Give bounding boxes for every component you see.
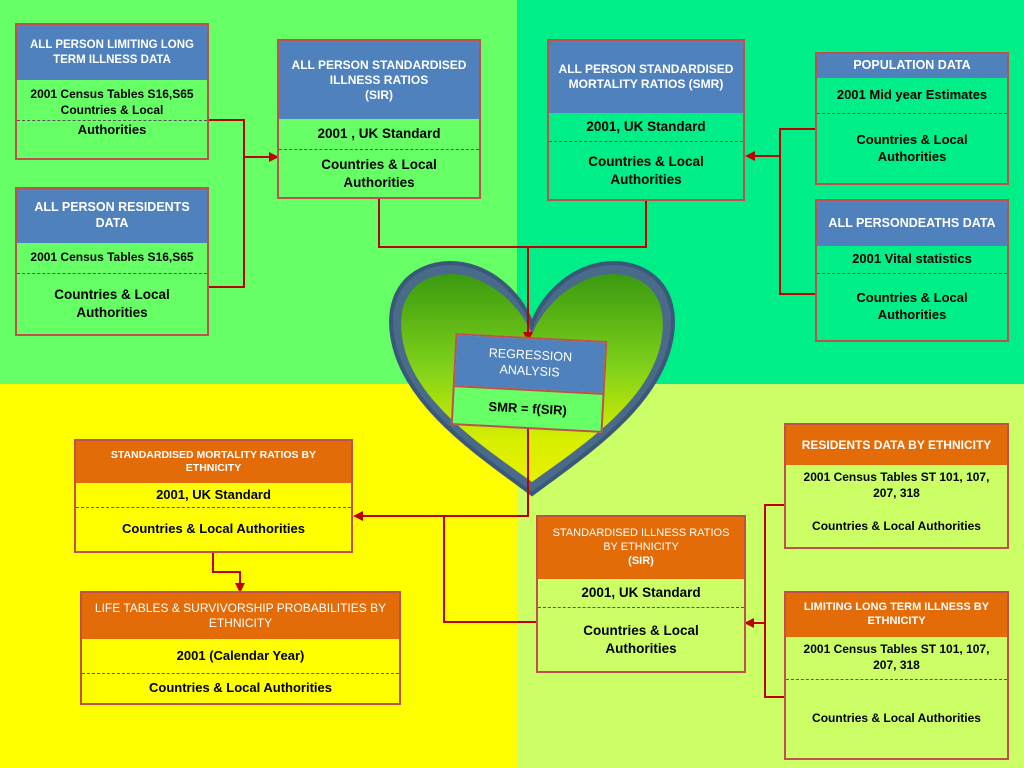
connector-residents: [208, 157, 245, 288]
residents-data-box: ALL PERSON RESIDENTS DATA 2001 Census Ta…: [15, 187, 209, 336]
regression-box: REGRESSION ANALYSIS SMR = f(SIR): [450, 333, 608, 433]
population-data-title: POPULATION DATA: [817, 54, 1007, 78]
life-tables-title: LIFE TABLES & SURVIVORSHIP PROBABILITIES…: [82, 593, 399, 639]
residents-ethnicity-title: RESIDENTS DATA BY ETHNICITY: [786, 425, 1007, 465]
llti-ethnicity-title: LIMITING LONG TERM ILLNESS BY ETHNICITY: [786, 593, 1007, 637]
life-tables-year: 2001 (Calendar Year): [176, 647, 305, 663]
sir-ethnicity-area: Countries & Local Authorities: [538, 607, 744, 671]
regression-formula: SMR = f(SIR): [452, 385, 603, 431]
sir-ethnicity-standard: 2001, UK Standard: [581, 585, 701, 601]
sir-box: ALL PERSON STANDARDISED ILLNESS RATIOS (…: [277, 39, 481, 199]
connector-res-eth: [764, 504, 784, 623]
smr-standard: 2001, UK Standard: [586, 119, 706, 135]
deaths-data-box: ALL PERSONDEATHS DATA 2001 Vital statist…: [815, 199, 1009, 342]
connector-llti: [208, 119, 245, 157]
smr-ethnicity-area: Countries & Local Authorities: [76, 507, 351, 551]
population-data-source: 2001 Mid year Estimates: [836, 87, 988, 103]
residents-data-title: ALL PERSON RESIDENTS DATA: [17, 189, 207, 243]
sir-title: ALL PERSON STANDARDISED ILLNESS RATIOS (…: [279, 41, 479, 119]
deaths-data-area: Countries & Local Authorities: [817, 273, 1007, 340]
llti-ethnicity-area: Countries & Local Authorities: [786, 679, 1007, 758]
connector-sir-to-regression: [378, 198, 528, 248]
llti-data-area: Authorities: [17, 120, 207, 158]
smr-area: Countries & Local Authorities: [549, 141, 743, 199]
arrow-to-smr-eth: [353, 425, 529, 521]
smr-ethnicity-standard: 2001, UK Standard: [156, 486, 271, 502]
sir-area: Countries & Local Authorities: [279, 149, 479, 197]
residents-ethnicity-box: RESIDENTS DATA BY ETHNICITY 2001 Census …: [784, 423, 1009, 549]
population-data-area: Countries & Local Authorities: [817, 113, 1007, 183]
population-data-box: POPULATION DATA 2001 Mid year Estimates …: [815, 52, 1009, 185]
arrow-to-life-tables: [212, 552, 245, 593]
smr-title: ALL PERSON STANDARDISED MORTALITY RATIOS…: [549, 41, 743, 113]
connector-deaths: [779, 156, 816, 295]
connector-population: [779, 128, 816, 156]
llti-ethnicity-box: LIMITING LONG TERM ILLNESS BY ETHNICITY …: [784, 591, 1009, 760]
connector-llti-eth: [764, 623, 784, 698]
sir-standard: 2001 , UK Standard: [317, 126, 441, 142]
regression-title: REGRESSION ANALYSIS: [454, 335, 606, 393]
residents-ethnicity-source: 2001 Census Tables ST 101, 107, 207, 318: [803, 470, 990, 500]
connector-smr-to-regression: [528, 200, 647, 248]
llti-ethnicity-source: 2001 Census Tables ST 101, 107, 207, 318: [803, 642, 990, 672]
connector-sir-eth-to-smr-eth: [443, 516, 537, 623]
llti-data-box: ALL PERSON LIMITING LONG TERM ILLNESS DA…: [15, 23, 209, 160]
residents-data-area: Countries & Local Authorities: [17, 273, 207, 334]
life-tables-box: LIFE TABLES & SURVIVORSHIP PROBABILITIES…: [80, 591, 401, 705]
residents-data-source: 2001 Census Tables S16,S65: [30, 250, 194, 265]
life-tables-area: Countries & Local Authorities: [82, 673, 399, 703]
sir-ethnicity-box: STANDARDISED ILLNESS RATIOS BY ETHNICITY…: [536, 515, 746, 673]
residents-ethnicity-area: Countries & Local Authorities: [812, 519, 981, 534]
smr-ethnicity-title: STANDARDISED MORTALITY RATIOS BY ETHNICI…: [76, 441, 351, 483]
deaths-data-source: 2001 Vital statistics: [852, 251, 972, 267]
llti-data-source: 2001 Census Tables S16,S65 Countries & L…: [30, 87, 194, 117]
smr-ethnicity-box: STANDARDISED MORTALITY RATIOS BY ETHNICI…: [74, 439, 353, 553]
llti-data-title: ALL PERSON LIMITING LONG TERM ILLNESS DA…: [17, 25, 207, 80]
sir-ethnicity-title: STANDARDISED ILLNESS RATIOS BY ETHNICITY…: [538, 517, 744, 579]
deaths-data-title: ALL PERSONDEATHS DATA: [817, 201, 1007, 246]
smr-box: ALL PERSON STANDARDISED MORTALITY RATIOS…: [547, 39, 745, 201]
